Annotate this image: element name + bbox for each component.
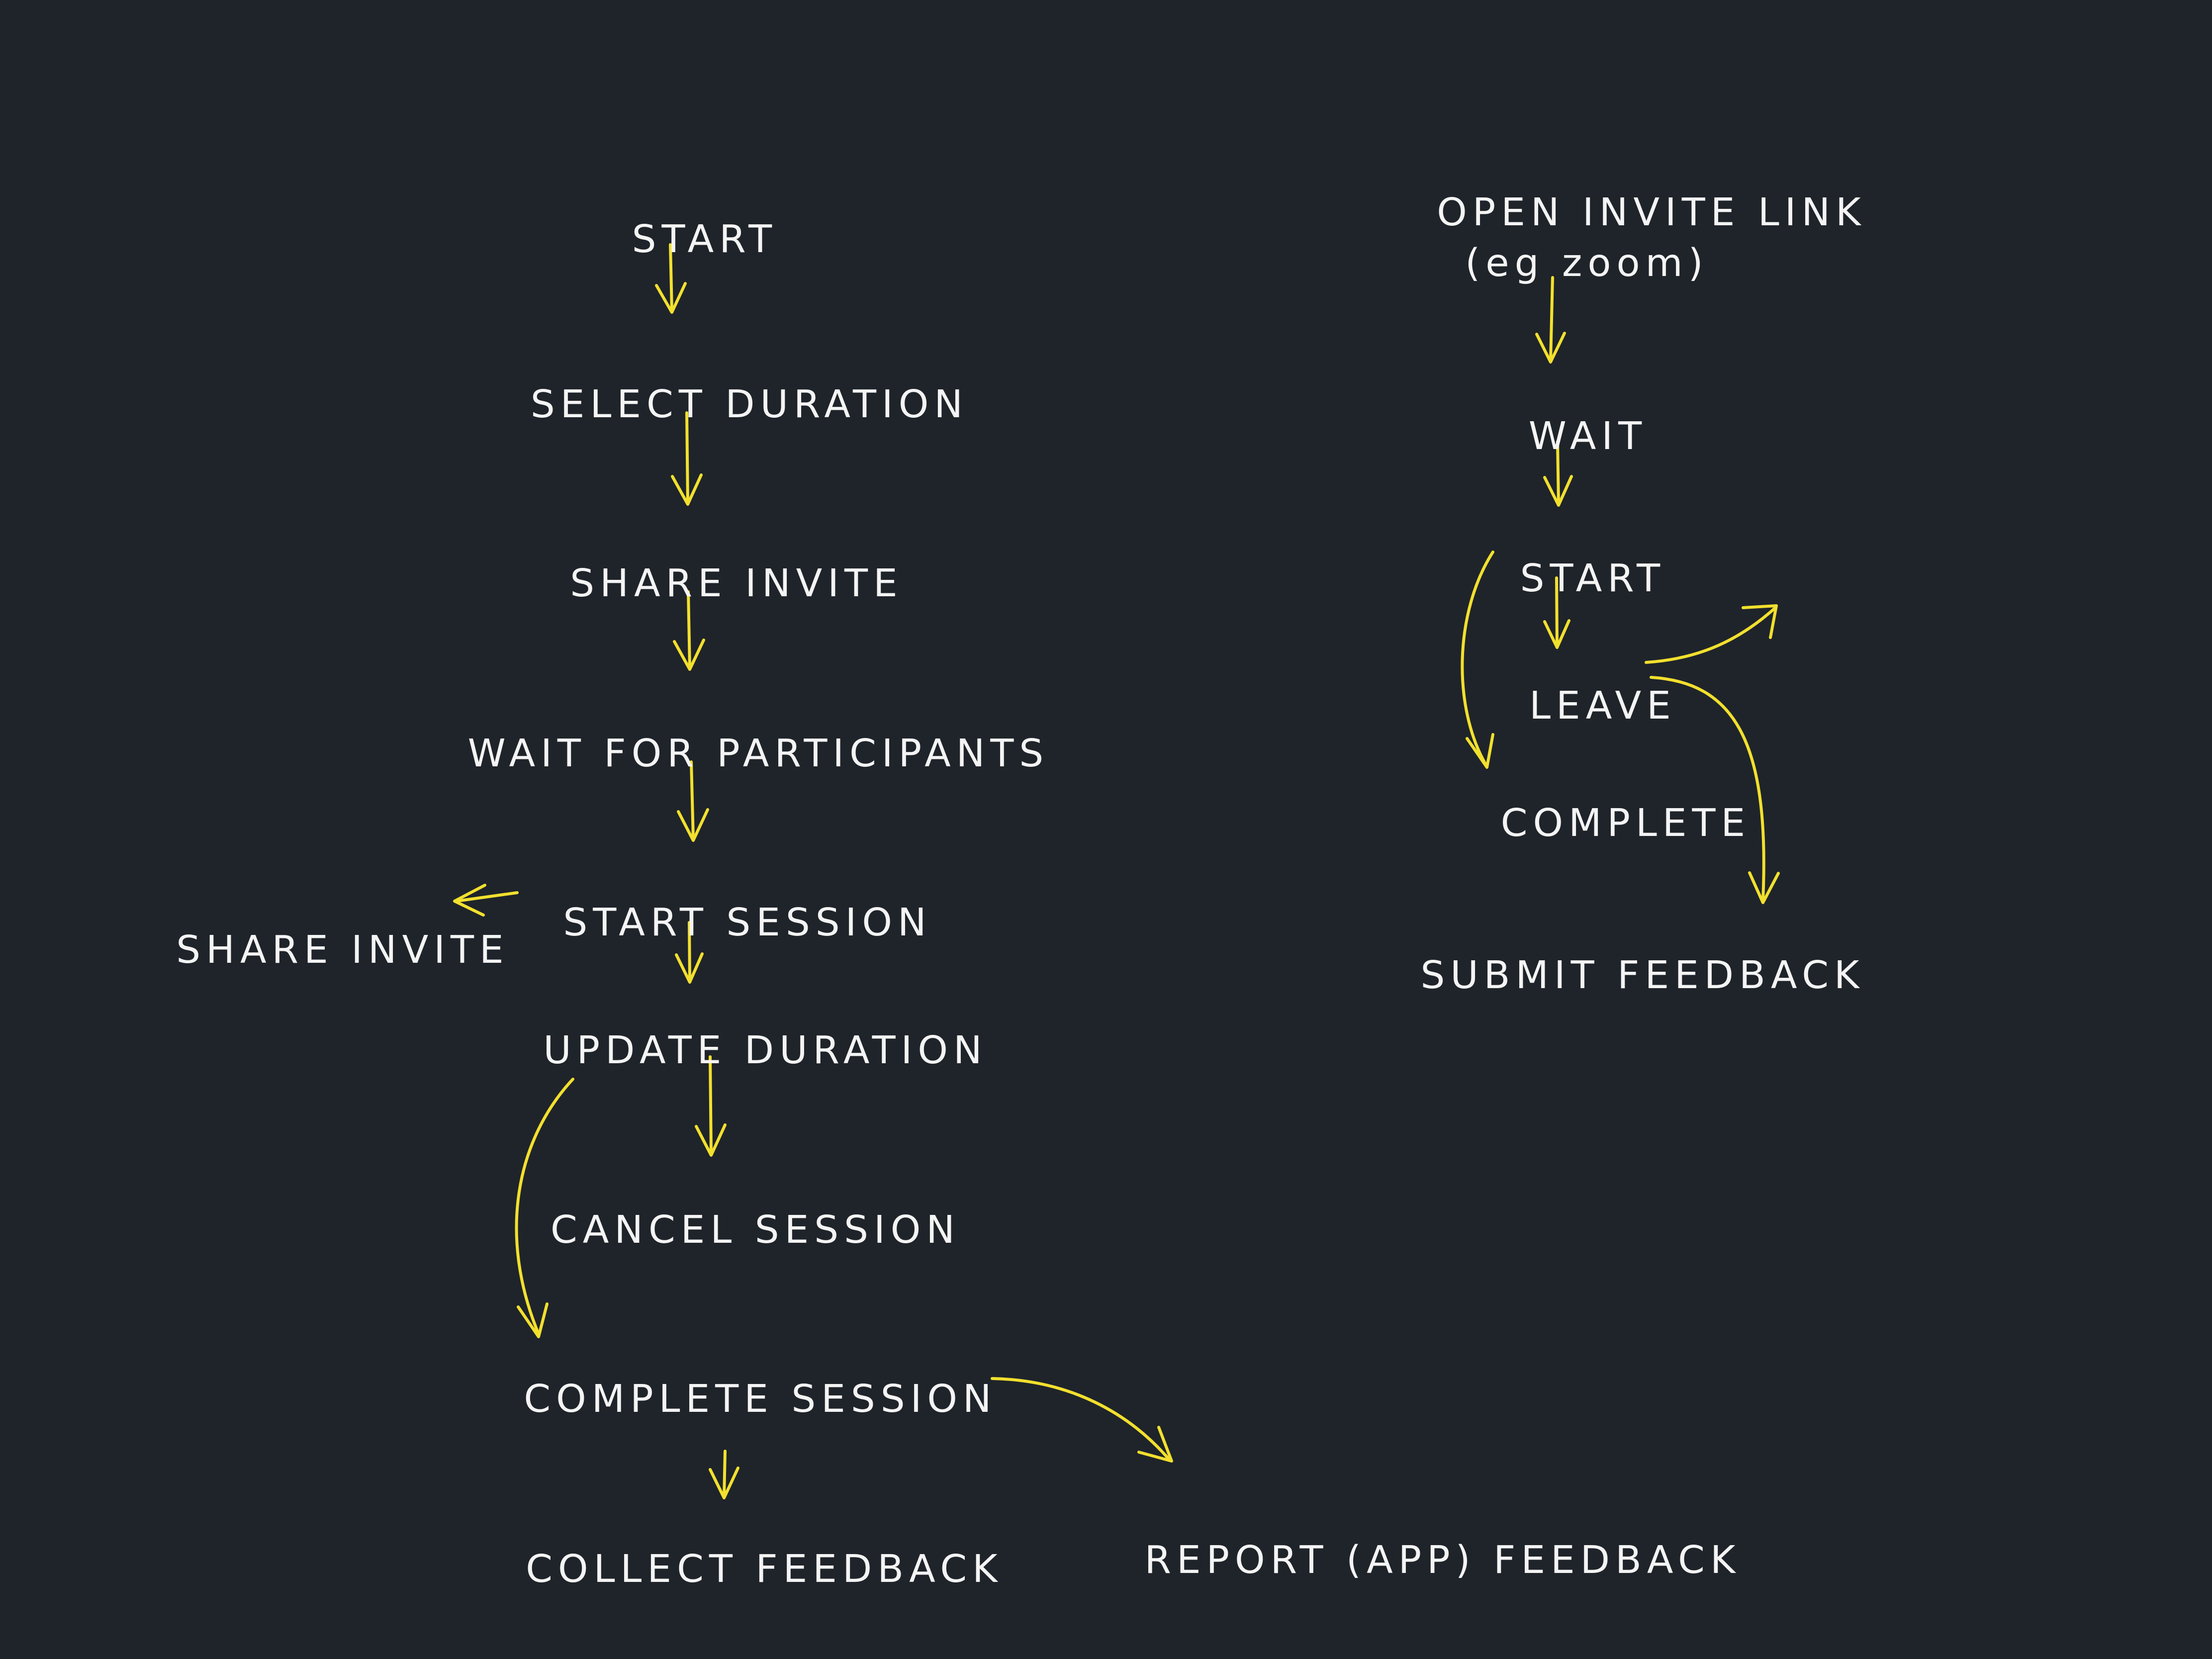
arrow-start-to-select-duration (655, 243, 687, 314)
node-complete: COMPLETE (1430, 766, 1751, 881)
node-cancel-session-label: CANCEL SESSION (550, 1208, 960, 1252)
node-wait-for-participants: WAIT FOR PARTICIPANTS (397, 696, 1049, 811)
node-report-app-feedback-label: REPORT (APP) FEEDBACK (1144, 1538, 1741, 1582)
node-open-invite-link-note-label: (eg zoom) (1465, 241, 1709, 285)
arrow-wait-to-start (1543, 440, 1573, 507)
node-share-invite: SHARE INVITE (499, 526, 903, 641)
node-wait-label: WAIT (1528, 414, 1648, 459)
node-start-session-label: START SESSION (563, 901, 932, 945)
arrow-start-session-to-update-duration (675, 921, 704, 984)
node-leave-label: LEAVE (1529, 684, 1676, 728)
node-start-label: START (632, 217, 778, 262)
node-start: START (561, 182, 777, 297)
node-share-invite-side-label: SHARE INVITE (176, 928, 509, 972)
node-wait-for-participants-label: WAIT FOR PARTICIPANTS (467, 732, 1049, 776)
node-complete-session: COMPLETE SESSION (453, 1342, 997, 1457)
node-wait: WAIT (1458, 379, 1647, 494)
node-share-invite-label: SHARE INVITE (570, 561, 903, 606)
arrow-select-duration-to-share-invite (671, 411, 703, 506)
node-report-app-feedback: REPORT (APP) FEEDBACK (1074, 1503, 1741, 1618)
arrow-leave-to-submit-feedback (1650, 676, 1780, 904)
node-complete-label: COMPLETE (1500, 801, 1751, 845)
node-open-invite-link-label: OPEN INVITE LINK (1437, 190, 1866, 235)
node-complete-session-label: COMPLETE SESSION (524, 1377, 997, 1421)
node-open-invite-link: OPEN INVITE LINK (1366, 155, 1866, 270)
arrow-start-session-to-share-invite-side (453, 884, 519, 917)
arrow-update-duration-to-cancel-session (695, 1055, 727, 1157)
arrow-wait-to-start-session (677, 760, 709, 842)
node-cancel-session: CANCEL SESSION (480, 1173, 960, 1288)
node-update-duration-label: UPDATE DURATION (543, 1028, 988, 1073)
node-collect-feedback-label: COLLECT FEEDBACK (526, 1547, 1003, 1591)
arrow-complete-session-to-collect-feedback (709, 1450, 739, 1499)
node-leave: LEAVE (1459, 648, 1676, 763)
node-submit-feedback-label: SUBMIT FEEDBACK (1420, 953, 1865, 998)
node-share-invite-side: SHARE INVITE (105, 893, 509, 1008)
arrow-leave-outward (1645, 604, 1778, 664)
node-select-duration: SELECT DURATION (460, 347, 968, 462)
arrow-start-to-complete (1461, 551, 1494, 769)
arrow-open-invite-to-wait (1535, 276, 1566, 364)
arrow-update-duration-to-complete-session (515, 1078, 574, 1338)
node-participant-start: START (1450, 521, 1665, 636)
node-submit-feedback: SUBMIT FEEDBACK (1350, 918, 1865, 1033)
node-update-duration: UPDATE DURATION (472, 993, 987, 1108)
node-open-invite-link-note: (eg zoom) (1394, 206, 1708, 321)
arrow-start-to-leave (1543, 576, 1570, 649)
node-collect-feedback: COLLECT FEEDBACK (455, 1512, 1003, 1627)
arrow-share-invite-to-wait (673, 590, 705, 671)
node-select-duration-label: SELECT DURATION (530, 382, 968, 427)
node-start-session: START SESSION (492, 865, 931, 980)
arrow-complete-session-to-report-feedback (991, 1377, 1173, 1463)
node-participant-start-label: START (1520, 556, 1666, 601)
